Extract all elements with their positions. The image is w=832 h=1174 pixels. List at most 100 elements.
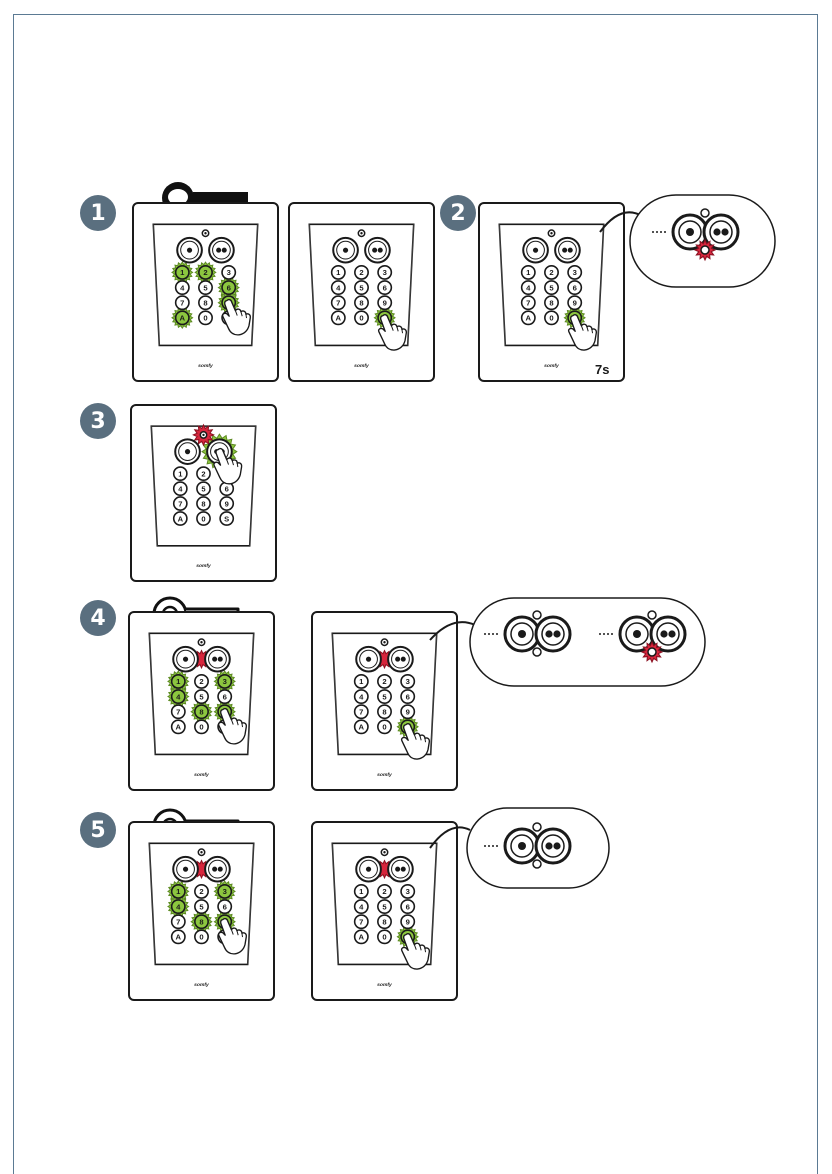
step-badge-1: 1 bbox=[80, 195, 116, 231]
key-5 bbox=[194, 899, 209, 915]
brand-logo: somfy bbox=[196, 563, 211, 569]
led-icon bbox=[700, 208, 710, 218]
key-6 bbox=[217, 899, 233, 915]
key-label: 3 bbox=[406, 677, 410, 686]
key-9 bbox=[567, 295, 583, 311]
key-label: 8 bbox=[199, 707, 204, 716]
brand-logo: somfy bbox=[377, 772, 392, 778]
step-badge-4: 4 bbox=[80, 600, 116, 636]
key-label: 1 bbox=[336, 268, 341, 277]
key-8 bbox=[544, 295, 559, 311]
key-0 bbox=[354, 310, 369, 326]
key-label: 6 bbox=[383, 283, 387, 292]
led-icon bbox=[532, 822, 542, 832]
key-label: 2 bbox=[382, 887, 386, 896]
zoom-callout bbox=[429, 597, 706, 687]
key-label: A bbox=[176, 933, 182, 942]
step-badge-3: 3 bbox=[80, 403, 116, 439]
key-0 bbox=[544, 310, 559, 326]
key-5 bbox=[377, 689, 392, 705]
key-label: 3 bbox=[223, 887, 227, 896]
callout-pointer bbox=[599, 211, 641, 233]
key-label: 2 bbox=[382, 677, 386, 686]
key-a bbox=[170, 929, 186, 945]
key-label: 3 bbox=[573, 268, 577, 277]
key-label: 9 bbox=[573, 298, 577, 307]
key-label: 4 bbox=[180, 283, 185, 292]
key-0 bbox=[196, 511, 211, 526]
key-s bbox=[219, 511, 235, 526]
key-label: 9 bbox=[383, 298, 387, 307]
key-label: S bbox=[224, 514, 229, 523]
key-3 bbox=[567, 264, 583, 280]
key-4 bbox=[170, 689, 186, 705]
key-5 bbox=[198, 280, 213, 296]
key-label: 5 bbox=[382, 692, 387, 701]
key-label: 8 bbox=[549, 298, 554, 307]
key-label: 2 bbox=[199, 887, 203, 896]
key-1 bbox=[170, 883, 186, 899]
key-label: 7 bbox=[526, 298, 530, 307]
key-label: 1 bbox=[176, 677, 181, 686]
key-label: A bbox=[526, 314, 532, 323]
key-label: 2 bbox=[359, 268, 363, 277]
key-7 bbox=[174, 295, 190, 311]
key-9 bbox=[400, 914, 416, 930]
key-1 bbox=[353, 883, 369, 899]
key-0 bbox=[377, 929, 392, 945]
key-label: 1 bbox=[176, 887, 181, 896]
key-7 bbox=[353, 914, 369, 930]
key-8 bbox=[194, 914, 209, 930]
key-a bbox=[353, 929, 369, 945]
key-0 bbox=[198, 310, 213, 326]
key-label: 5 bbox=[203, 283, 208, 292]
hand-pointer-icon bbox=[218, 707, 248, 745]
key-2 bbox=[194, 673, 209, 689]
key-4 bbox=[520, 280, 536, 296]
key-label: 4 bbox=[359, 902, 364, 911]
key-label: 7 bbox=[176, 707, 180, 716]
key-label: 4 bbox=[176, 692, 181, 701]
key-4 bbox=[172, 481, 188, 496]
key-7 bbox=[170, 914, 186, 930]
brand-logo: somfy bbox=[198, 363, 213, 369]
led-icon bbox=[647, 610, 657, 620]
key-label: 7 bbox=[178, 499, 182, 508]
key-a bbox=[353, 719, 369, 735]
key-1 bbox=[330, 264, 346, 280]
key-label: 5 bbox=[199, 692, 204, 701]
key-label: 5 bbox=[359, 283, 364, 292]
step-badge-2: 2 bbox=[440, 195, 476, 231]
key-label: 4 bbox=[359, 692, 364, 701]
key-8 bbox=[354, 295, 369, 311]
key-label: 7 bbox=[359, 707, 363, 716]
key-8 bbox=[198, 295, 213, 311]
keypad-device: 123456789A0Ssomfy bbox=[311, 821, 458, 1001]
key-a bbox=[172, 511, 188, 526]
step-badge-5: 5 bbox=[80, 812, 116, 848]
key-3 bbox=[221, 264, 237, 280]
key-label: 5 bbox=[382, 902, 387, 911]
key-label: 7 bbox=[336, 298, 340, 307]
key-label: 6 bbox=[225, 484, 229, 493]
key-label: 0 bbox=[203, 314, 207, 323]
key-label: 0 bbox=[382, 933, 386, 942]
key-8 bbox=[196, 496, 211, 511]
key-7 bbox=[172, 496, 188, 511]
key-a bbox=[520, 310, 536, 326]
key-4 bbox=[330, 280, 346, 296]
key-a bbox=[170, 719, 186, 735]
key-5 bbox=[194, 689, 209, 705]
key-2 bbox=[354, 264, 369, 280]
keypad-device: 123456789A0Ssomfy bbox=[130, 404, 277, 582]
brand-logo: somfy bbox=[194, 772, 209, 778]
led-icon bbox=[647, 647, 657, 657]
key-2 bbox=[196, 466, 211, 482]
key-9 bbox=[400, 704, 416, 720]
key-2 bbox=[194, 883, 209, 899]
key-label: 8 bbox=[199, 917, 204, 926]
key-2 bbox=[377, 883, 392, 899]
led-icon bbox=[700, 245, 710, 255]
key-label: 6 bbox=[573, 283, 577, 292]
